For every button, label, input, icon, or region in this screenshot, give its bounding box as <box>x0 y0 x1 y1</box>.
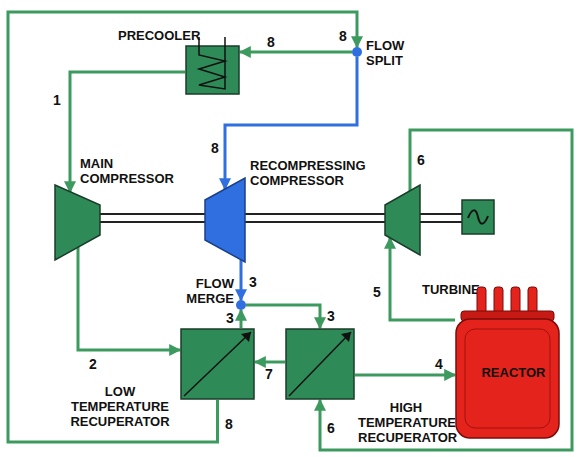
recompressing-compressor: RECOMPRESSING COMPRESSOR <box>205 178 245 262</box>
part-name: LOW TEMPERATURE RECUPERATOR <box>70 384 170 429</box>
part-name: MAIN COMPRESSOR <box>80 156 180 186</box>
turbine: TURBINE <box>385 185 420 255</box>
flow-line <box>320 130 572 450</box>
main-compressor-shape <box>55 185 100 260</box>
generator-symbol <box>462 200 494 234</box>
state-number: 2 <box>88 356 98 372</box>
recuperator-body <box>181 329 254 399</box>
flow-line <box>78 247 180 350</box>
recuperator-arrow <box>241 332 251 342</box>
precooler-coil <box>199 37 225 89</box>
reactor-shape <box>455 285 560 440</box>
turbine-body <box>385 185 420 255</box>
flow-split-dot: FLOW SPLIT <box>352 47 362 57</box>
low-temperature-recuperator-shape <box>180 328 255 400</box>
recompressing-compressor-shape <box>205 178 245 262</box>
precooler-box: PRECOOLER <box>185 45 240 95</box>
part-name: FLOW MERGE <box>178 276 234 306</box>
flow-line <box>240 310 243 328</box>
recuperator-diagonal <box>289 332 351 396</box>
node-label: REACTOR <box>455 365 572 380</box>
flow-line <box>355 373 455 376</box>
precooler-box-shape <box>185 45 240 95</box>
junction-dot <box>352 47 362 57</box>
part-name: PRECOOLER <box>118 28 203 43</box>
state-number: 8 <box>224 416 234 432</box>
state-number: 3 <box>248 274 258 290</box>
state-number: 5 <box>372 284 382 300</box>
flow-merge-dot-shape <box>236 300 246 310</box>
flow-line <box>8 12 357 442</box>
flow-line <box>246 305 320 328</box>
low-temperature-recuperator: LOW TEMPERATURE RECUPERATOR <box>180 328 255 400</box>
state-number: 8 <box>266 34 276 50</box>
flow-line <box>255 361 285 364</box>
flow-line <box>240 51 352 54</box>
state-number: 1 <box>52 92 62 108</box>
part-name: RECOMPRESSING COMPRESSOR <box>250 158 375 188</box>
part-name: FLOW SPLIT <box>366 38 416 68</box>
recuperator-body <box>286 329 354 399</box>
state-number: 7 <box>264 366 274 382</box>
flow-line <box>240 260 243 300</box>
turbine-shape <box>385 185 420 255</box>
state-number: 4 <box>434 356 444 372</box>
high-temperature-recuperator: HIGH TEMPERATURE RECUPERATOR <box>285 328 355 400</box>
recuperator-arrow <box>341 332 351 342</box>
state-number: 8 <box>338 28 348 44</box>
recuperator-diagonal <box>184 332 251 396</box>
state-number: 6 <box>326 420 336 436</box>
part-name: HIGH TEMPERATURE RECUPERATOR <box>358 400 454 445</box>
reactor: REACTOR <box>455 285 572 440</box>
state-number: 8 <box>210 140 220 156</box>
flow-line <box>70 72 185 192</box>
junction-dot <box>236 300 246 310</box>
flow-split-dot-shape <box>352 47 362 57</box>
flow-merge-dot: FLOW MERGE <box>236 300 246 310</box>
flow-line <box>390 238 455 320</box>
state-number: 3 <box>225 310 235 326</box>
state-number: 6 <box>416 152 426 168</box>
main-compressor: MAIN COMPRESSOR <box>55 185 100 260</box>
state-number: 3 <box>326 308 336 324</box>
compressor-body <box>205 178 245 262</box>
compressor-body <box>55 185 100 260</box>
generator-wave <box>468 210 488 223</box>
high-temperature-recuperator-shape <box>285 328 355 400</box>
